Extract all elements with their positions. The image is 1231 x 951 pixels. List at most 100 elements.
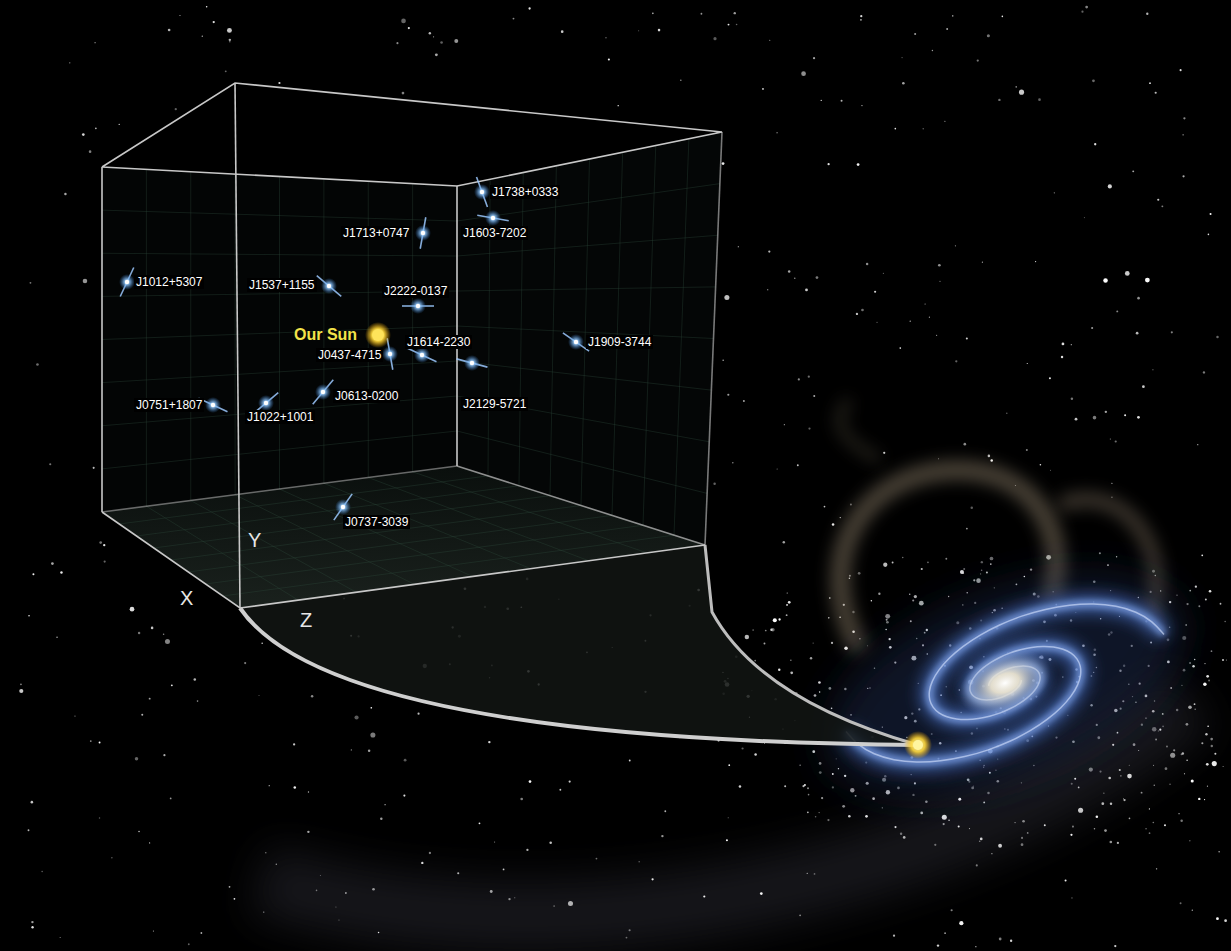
- star: [370, 732, 375, 737]
- star: [840, 517, 841, 518]
- star: [1165, 767, 1168, 770]
- star: [816, 276, 819, 279]
- star: [736, 24, 738, 26]
- star: [307, 831, 309, 833]
- pulsar-dot: [421, 231, 425, 235]
- box-edge: [456, 186, 458, 466]
- star: [807, 811, 809, 813]
- pulsar-label: J2222-0137: [382, 284, 449, 298]
- star: [829, 687, 832, 690]
- star: [1117, 732, 1119, 734]
- star: [1138, 750, 1139, 751]
- star: [951, 909, 953, 911]
- star: [138, 831, 139, 832]
- star: [797, 464, 799, 466]
- star: [1103, 792, 1104, 793]
- star: [1096, 815, 1099, 818]
- star: [977, 59, 979, 61]
- star: [171, 684, 173, 686]
- star: [1206, 675, 1209, 678]
- star: [51, 562, 54, 565]
- star: [874, 291, 876, 293]
- star: [1203, 683, 1207, 687]
- star: [1214, 753, 1216, 755]
- star: [899, 347, 901, 349]
- star: [396, 42, 398, 44]
- star: [179, 15, 180, 16]
- star: [948, 596, 949, 597]
- grid-line: [154, 496, 550, 548]
- star: [741, 747, 743, 749]
- star: [1111, 483, 1112, 484]
- star: [229, 41, 230, 42]
- star: [559, 789, 561, 791]
- star: [902, 557, 903, 558]
- sun-marker-glow: [904, 731, 932, 759]
- star: [225, 70, 227, 72]
- pulsar-label: J0737-3039: [343, 515, 410, 529]
- pulsar: [474, 177, 490, 207]
- grid-line: [413, 472, 647, 553]
- pulsar-glow: [464, 355, 480, 371]
- star: [435, 53, 438, 56]
- star: [338, 919, 339, 920]
- star: [860, 15, 862, 17]
- star: [828, 617, 830, 619]
- star: [269, 785, 270, 786]
- star: [1182, 134, 1183, 135]
- star: [1114, 945, 1116, 947]
- star: [261, 642, 263, 644]
- star: [1123, 798, 1124, 799]
- star: [94, 42, 95, 43]
- star: [1137, 416, 1140, 419]
- star: [82, 133, 85, 136]
- star: [738, 246, 739, 247]
- star: [998, 99, 1000, 101]
- star: [1169, 783, 1171, 785]
- star: [664, 810, 666, 812]
- star: [1224, 621, 1226, 623]
- star: [922, 128, 923, 129]
- star: [728, 764, 730, 766]
- star: [1115, 440, 1117, 442]
- grid-line: [102, 396, 457, 426]
- star: [973, 579, 975, 581]
- pulsar-dot: [480, 190, 484, 194]
- star: [778, 668, 780, 670]
- star: [860, 19, 862, 21]
- star: [1189, 590, 1191, 592]
- star: [1127, 774, 1132, 779]
- star: [1108, 777, 1111, 780]
- star: [1192, 665, 1194, 667]
- grid-line: [412, 184, 413, 472]
- star: [788, 601, 791, 604]
- star: [89, 150, 92, 153]
- star: [194, 678, 197, 681]
- star: [790, 671, 793, 674]
- star: [1210, 213, 1212, 215]
- galaxy-core: [949, 637, 1060, 729]
- star: [638, 30, 639, 31]
- star: [952, 15, 954, 17]
- star: [976, 864, 978, 866]
- star: [979, 840, 981, 842]
- sun-dot: [372, 329, 384, 341]
- star: [1040, 464, 1042, 466]
- star: [807, 873, 808, 874]
- star: [408, 27, 410, 29]
- star: [1044, 824, 1046, 826]
- star: [829, 597, 831, 599]
- star: [778, 618, 780, 620]
- star: [798, 378, 800, 380]
- star: [727, 394, 729, 396]
- star: [1195, 585, 1197, 587]
- star: [808, 376, 810, 378]
- star: [939, 281, 940, 282]
- star: [1226, 660, 1227, 661]
- star: [1180, 820, 1182, 822]
- star: [370, 707, 372, 709]
- star: [1094, 143, 1096, 145]
- star: [1181, 685, 1182, 686]
